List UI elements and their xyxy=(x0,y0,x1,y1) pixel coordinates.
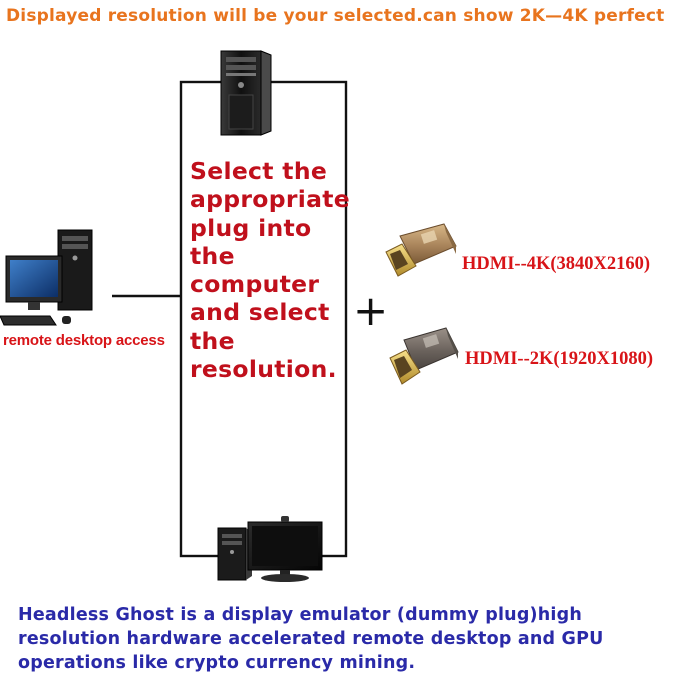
plus-sign: + xyxy=(353,286,389,335)
hdmi-4k-label: HDMI--4K(3840X2160) xyxy=(462,254,651,274)
footer-line: operations like crypto currency mining. xyxy=(18,653,416,673)
headline: Displayed resolution will be your select… xyxy=(6,6,665,26)
instruction-line: the xyxy=(190,326,235,355)
tower-pc-icon xyxy=(220,50,272,136)
instruction-line: and select xyxy=(190,298,330,327)
footer-line: resolution hardware accelerated remote d… xyxy=(18,629,604,649)
remote-desktop-label: remote desktop access xyxy=(3,332,165,349)
instruction-line: appropriate xyxy=(190,185,351,214)
hdmi-4k-plug-icon xyxy=(385,223,457,277)
hdmi-2k-label: HDMI--2K(1920X1080) xyxy=(465,349,654,369)
instruction-line: plug into xyxy=(190,213,312,242)
instruction-line: Select the xyxy=(190,157,328,185)
footer-line: Headless Ghost is a display emulator (du… xyxy=(18,605,582,625)
footer-description: Headless Ghost is a display emulator (du… xyxy=(18,603,693,675)
instruction-line: the xyxy=(190,241,235,270)
pc-monitor-icon xyxy=(217,516,323,582)
instruction-line: computer xyxy=(190,270,320,299)
desktop-workstation-icon xyxy=(0,229,93,326)
instruction-text: Select the appropriate plug into the com… xyxy=(190,157,360,383)
instruction-line: resolution. xyxy=(190,355,337,384)
hdmi-2k-plug-icon xyxy=(389,327,459,385)
